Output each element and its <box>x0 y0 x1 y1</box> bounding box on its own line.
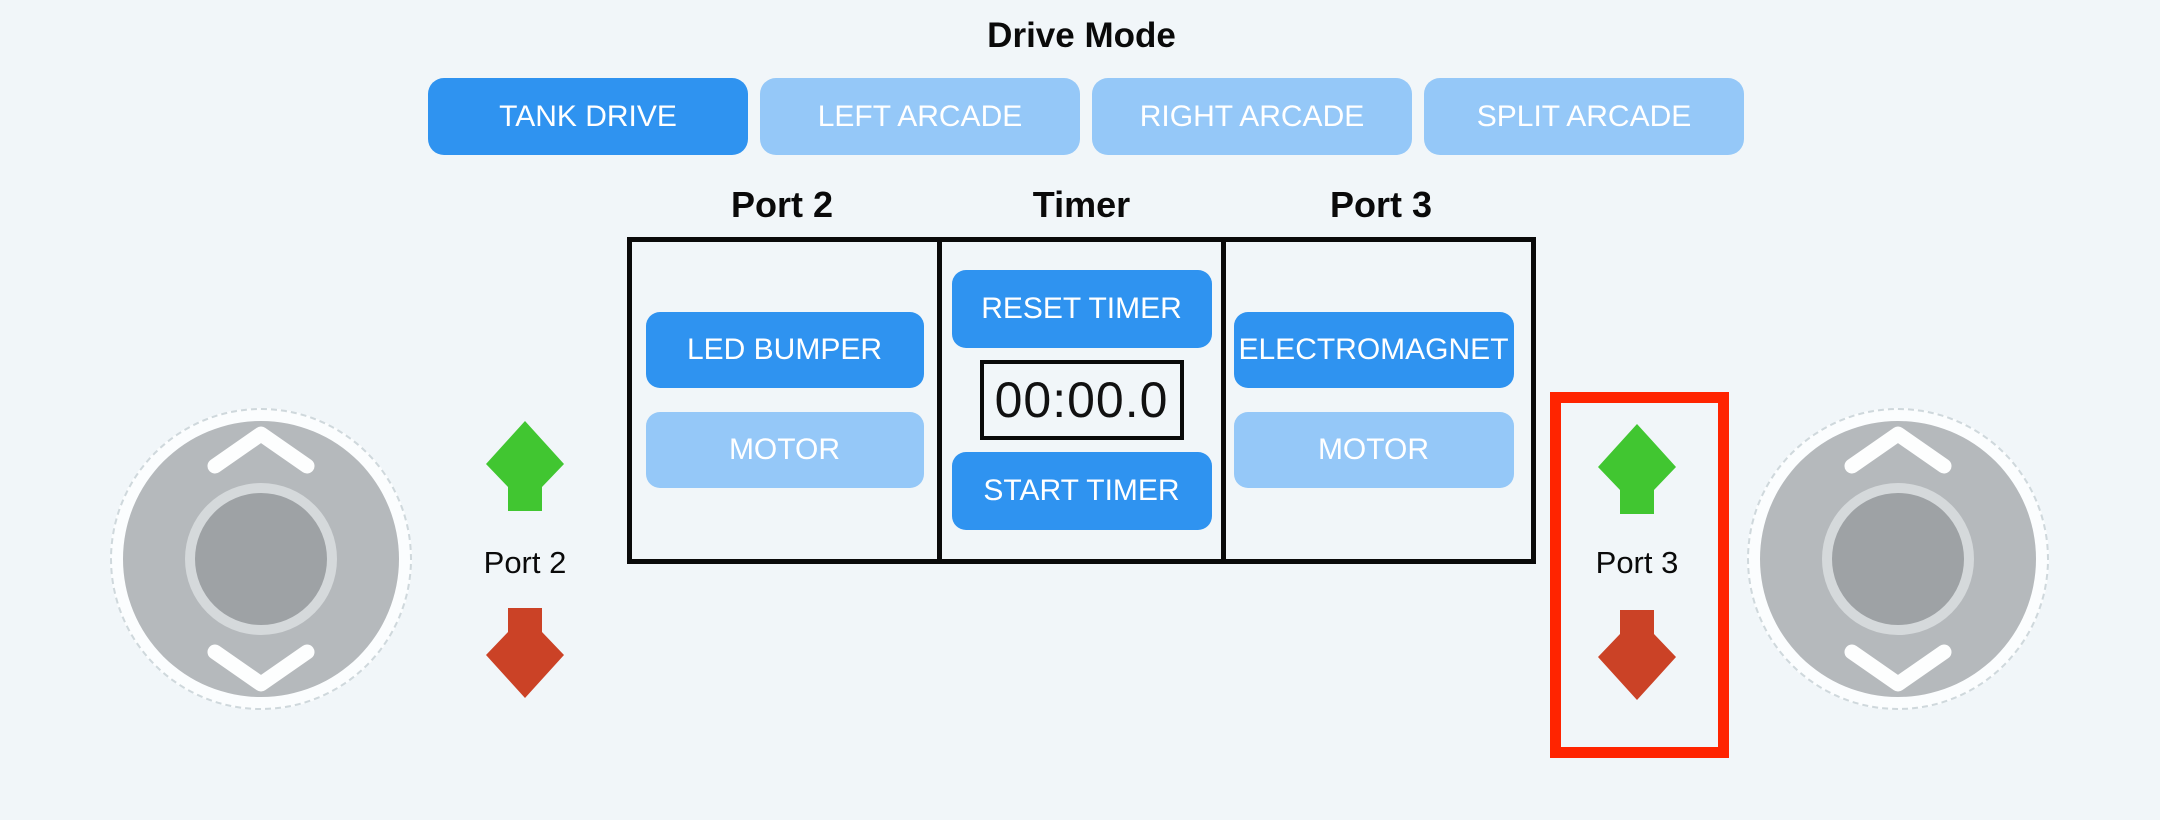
port2-up-arrow-icon <box>486 421 564 511</box>
electromagnet-button[interactable]: ELECTROMAGNET <box>1233 312 1514 388</box>
tank-drive-button[interactable]: TANK DRIVE <box>428 78 748 155</box>
timer-column-header: Timer <box>1032 184 1131 225</box>
port3-side-label: Port 3 <box>1595 545 1679 580</box>
right-joystick[interactable] <box>1747 408 2049 710</box>
down-chevron-icon <box>1844 644 1952 692</box>
down-chevron-icon <box>207 644 315 692</box>
port3-down-arrow-icon <box>1598 610 1676 700</box>
drive-mode-button-row: TANK DRIVE LEFT ARCADE RIGHT ARCADE SPLI… <box>428 78 1744 155</box>
up-chevron-icon <box>207 426 315 474</box>
right-joystick-knob[interactable] <box>1832 493 1964 625</box>
port3-highlight-box <box>1550 392 1729 758</box>
timer-display: 00:00.0 <box>979 360 1184 440</box>
right-arcade-button[interactable]: RIGHT ARCADE <box>1092 78 1412 155</box>
up-chevron-icon <box>1844 426 1952 474</box>
port3-motor-button[interactable]: MOTOR <box>1233 412 1514 488</box>
reset-timer-button[interactable]: RESET TIMER <box>951 270 1212 348</box>
left-joystick-knob[interactable] <box>195 493 327 625</box>
led-bumper-button[interactable]: LED BUMPER <box>645 312 924 388</box>
left-joystick[interactable] <box>110 408 412 710</box>
port2-down-arrow-icon <box>486 608 564 698</box>
timer-cell: RESET TIMER 00:00.0 START TIMER <box>937 242 1221 559</box>
port2-cell: LED BUMPER MOTOR <box>632 242 937 559</box>
left-arcade-button[interactable]: LEFT ARCADE <box>760 78 1080 155</box>
port2-motor-button[interactable]: MOTOR <box>645 412 924 488</box>
start-timer-button[interactable]: START TIMER <box>951 452 1212 530</box>
control-board: LED BUMPER MOTOR RESET TIMER 00:00.0 STA… <box>627 237 1536 564</box>
port2-side-label: Port 2 <box>483 545 567 580</box>
drive-mode-title: Drive Mode <box>987 16 1176 55</box>
port3-cell: ELECTROMAGNET MOTOR <box>1221 242 1521 559</box>
port3-column-header: Port 3 <box>1329 184 1433 225</box>
port2-column-header: Port 2 <box>730 184 834 225</box>
split-arcade-button[interactable]: SPLIT ARCADE <box>1424 78 1744 155</box>
port3-up-arrow-icon <box>1598 424 1676 514</box>
